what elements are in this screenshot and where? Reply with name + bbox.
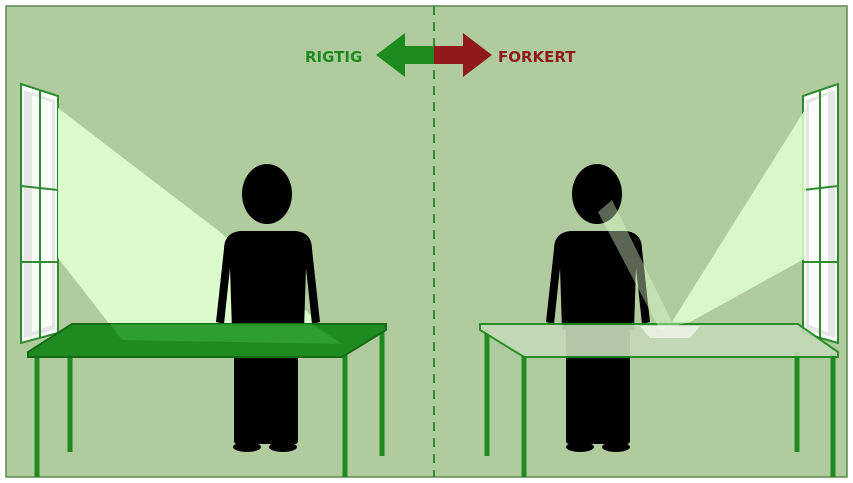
window-icon [803,84,838,343]
window-icon [21,84,58,343]
label-right: RIGTIG [305,48,362,66]
glare-spot-right [640,326,700,338]
label-wrong: FORKERT [498,48,576,66]
